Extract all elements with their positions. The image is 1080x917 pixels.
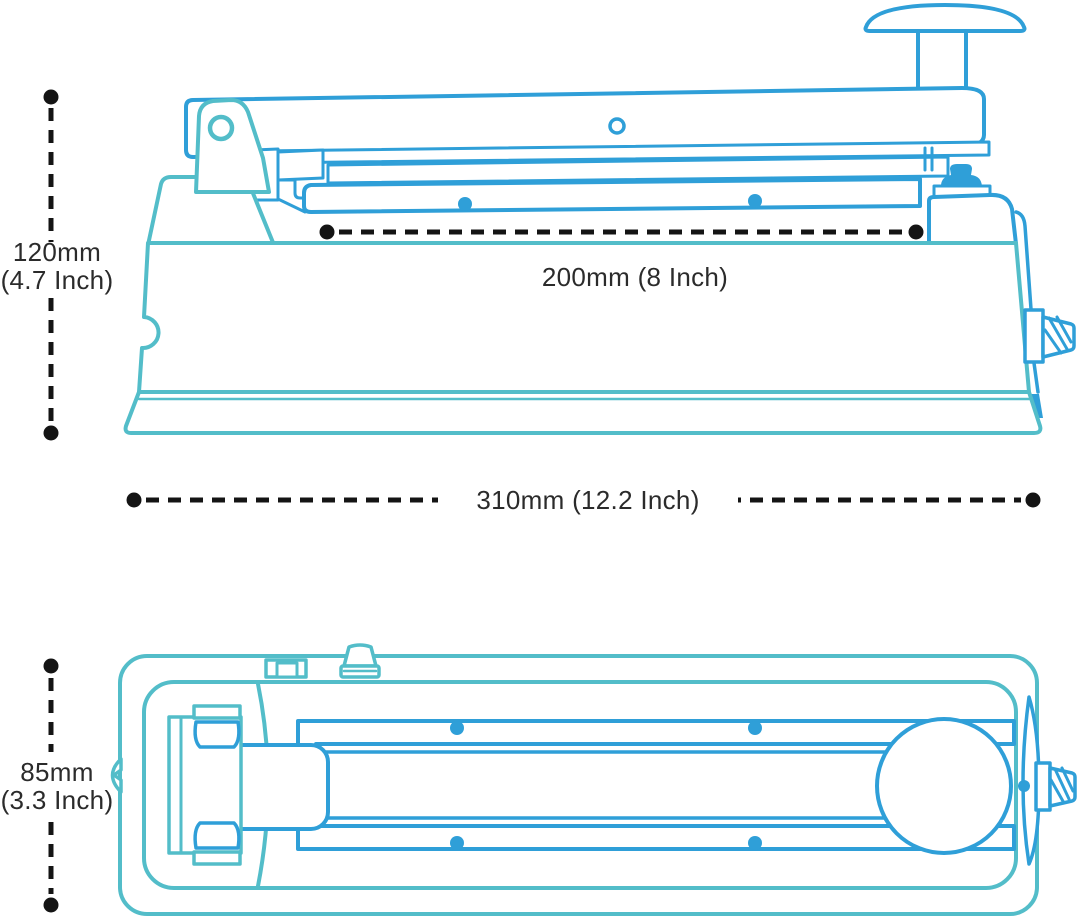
rail-screw: [450, 836, 464, 850]
height-mm-text: 120mm: [12, 237, 102, 267]
side-panel: [1014, 210, 1040, 394]
body-shoulder: [927, 192, 1018, 246]
overall-width-dimension-label: 310mm (12.2 Inch): [438, 486, 738, 514]
depth-inch-text: (3.3 Inch): [0, 785, 114, 815]
roller-top: [193, 720, 241, 749]
depth-mm-text: 85mm: [20, 757, 94, 787]
machine-body: [137, 241, 1031, 394]
left-bump: [110, 757, 123, 794]
side-view: [123, 3, 1076, 435]
seal-bed: [302, 177, 922, 214]
press-knob-stem: [916, 29, 968, 93]
latch-stem: [923, 146, 934, 172]
latch-cap: [941, 164, 982, 186]
overall-width-dimension-line: [126, 492, 1041, 508]
lens-dot: [1018, 780, 1030, 792]
seal-left-block: [276, 148, 325, 182]
knob-top-circle: [875, 717, 1013, 855]
timer-dial-knob-top: [1048, 766, 1077, 808]
dial-boss: [1023, 308, 1045, 364]
bracket-tab-top: [192, 704, 242, 720]
seal-length-dimension-label: 200mm (8 Inch): [485, 263, 785, 291]
right-lens: [1021, 695, 1041, 866]
rail-screw: [748, 721, 762, 735]
depth-dimension-label: 85mm (3.3 Inch): [0, 758, 114, 814]
hinge-pivot: [207, 114, 235, 142]
dimension-annotations: [43, 89, 1041, 913]
base-skirt: [123, 390, 1043, 435]
depth-dimension-line: [43, 658, 59, 913]
bumper-foot: [339, 643, 381, 679]
seal-left-step: [276, 178, 307, 214]
overall-width-text: 310mm (12.2 Inch): [476, 485, 700, 515]
seal-bed-screw: [748, 194, 762, 208]
seal-bed-screw: [458, 197, 472, 211]
seal-length-text: 200mm (8 Inch): [541, 262, 729, 292]
timer-dial-knob: [1041, 315, 1076, 359]
dial-boss-top: [1034, 761, 1052, 812]
height-dimension-line: [43, 89, 59, 441]
top-view: [110, 643, 1077, 916]
bracket-tab-bottom: [192, 850, 242, 866]
height-dimension-label: 120mm (4.7 Inch): [0, 238, 114, 294]
press-knob-cap: [863, 3, 1027, 33]
arm-hole: [608, 117, 626, 135]
power-switch: [264, 658, 308, 679]
arm-top-narrow: [314, 750, 922, 820]
rail-screw: [748, 836, 762, 850]
rail-screw: [450, 721, 464, 735]
seal-length-dimension-line: [319, 224, 924, 240]
height-inch-text: (4.7 Inch): [0, 265, 114, 295]
roller-bottom: [193, 821, 241, 850]
